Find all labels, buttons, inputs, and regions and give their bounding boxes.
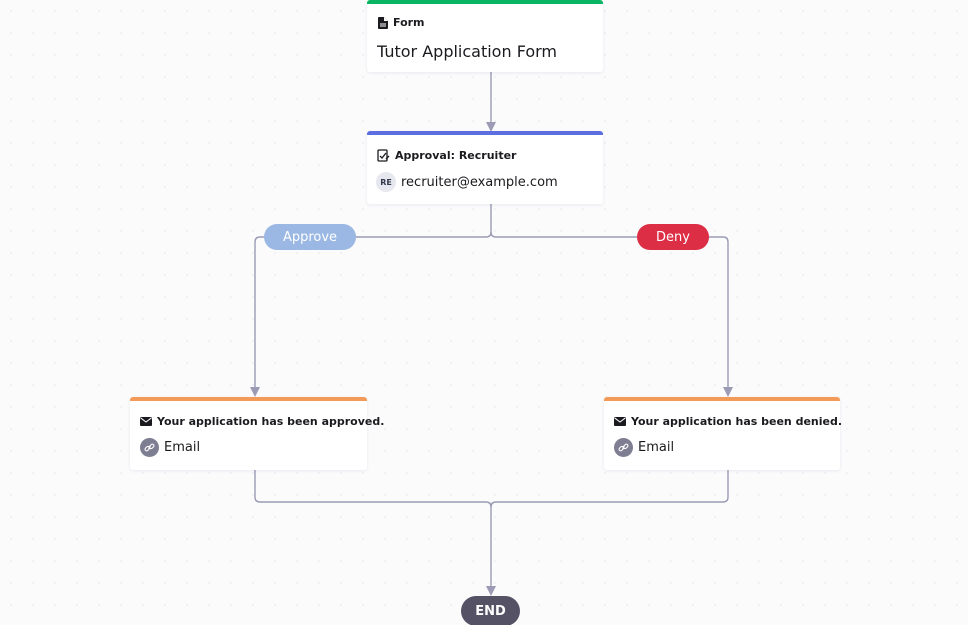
form-node-type: Form [393,16,425,29]
connector-approved-merge [254,470,496,596]
approval-node-type: Approval: Recruiter [395,149,517,162]
deny-branch-text: Deny [656,229,690,245]
end-node-label: END [475,603,506,619]
document-icon [378,16,388,29]
email-approved-channel: Email [164,440,201,455]
approval-node[interactable]: Approval: Recruiter RE recruiter@example… [367,131,603,204]
form-node-accent [367,0,603,4]
assignee-avatar: RE [376,172,396,192]
email-approved-node[interactable]: Your application has been approved. Emai… [130,397,384,470]
envelope-icon [140,417,152,426]
email-approved-accent [130,397,367,401]
link-icon [614,438,633,457]
approval-icon [377,149,390,162]
form-node[interactable]: Form Tutor Application Form [367,0,603,72]
email-denied-subject: Your application has been denied. [631,415,843,428]
link-icon [140,438,159,457]
approval-node-accent [367,131,603,135]
email-denied-node[interactable]: Your application has been denied. Email [604,397,843,470]
connector-denied-merge [490,470,729,508]
deny-branch-label[interactable]: Deny [637,224,709,250]
envelope-icon [614,417,626,426]
connector-approval-deny [490,231,733,397]
end-node[interactable]: END [461,596,520,625]
email-denied-accent [604,397,840,401]
form-node-title: Tutor Application Form [377,42,557,61]
email-approved-subject: Your application has been approved. [157,415,385,428]
assignee-email: recruiter@example.com [401,174,558,190]
approve-branch-label[interactable]: Approve [264,224,356,250]
email-denied-channel: Email [638,440,675,455]
approve-branch-text: Approve [282,229,338,245]
